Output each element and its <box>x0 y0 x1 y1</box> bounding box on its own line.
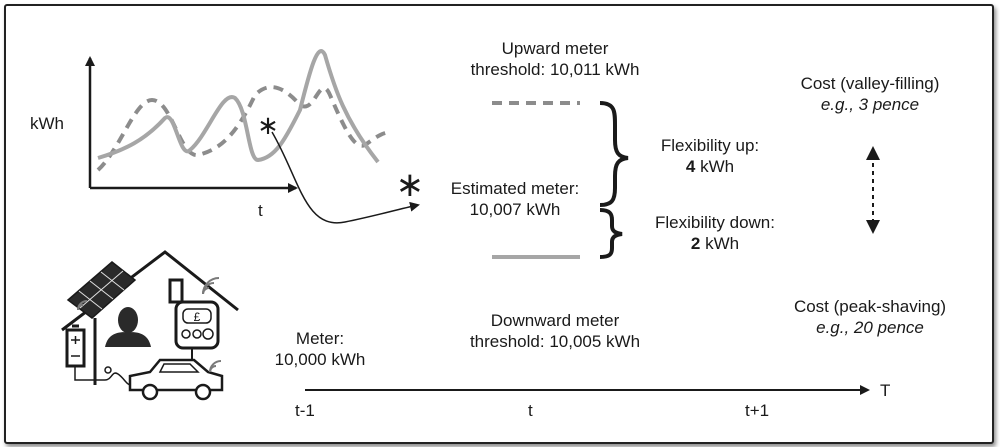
estimated-line1: Estimated meter: <box>450 179 580 198</box>
flexibility-up-brace <box>599 101 629 207</box>
y-axis-label: kWh <box>30 114 64 133</box>
arrow-up-icon <box>866 146 880 160</box>
estimated-star-icon: ∗ <box>396 165 425 205</box>
flex-down-line1: Flexibility down: <box>655 213 775 232</box>
flex-up-value-line: 4 kWh <box>630 156 790 177</box>
flex-up-line1: Flexibility up: <box>660 136 760 155</box>
estimated-line2: 10,007 kWh <box>469 200 561 219</box>
flex-down-value-line: 2 kWh <box>630 233 800 254</box>
battery-icon <box>65 328 86 368</box>
chimney <box>168 278 184 304</box>
cost-peak-line1: Cost (peak-shaving) <box>793 297 947 316</box>
wifi-icon <box>77 277 222 373</box>
currency-symbol: £ <box>194 310 201 324</box>
meter-label: Meter: 10,000 kWh <box>255 328 385 370</box>
meter-line1: Meter: <box>295 329 345 348</box>
arrow-down-icon <box>866 220 880 234</box>
downward-threshold-label: Downward meter threshold: 10,005 kWh <box>430 310 680 352</box>
solid-consumption-curve <box>97 49 380 164</box>
downward-line1: Downward meter <box>490 311 620 330</box>
cost-valley-line2: e.g., 3 pence <box>820 95 920 114</box>
cost-peak-line2: e.g., 20 pence <box>816 318 924 337</box>
flexibility-down-brace <box>599 208 623 259</box>
upward-line2: threshold: 10,011 kWh <box>470 60 640 79</box>
timeline-t-plus: t+1 <box>745 401 770 420</box>
meter-line2: 10,000 kWh <box>274 350 366 369</box>
downward-line2: threshold: 10,005 kWh <box>469 332 641 351</box>
flex-down-unit: kWh <box>700 234 740 253</box>
timeline-end: T <box>880 381 891 400</box>
star-icon: ∗ <box>257 111 279 141</box>
smart-meter-icon <box>174 300 220 350</box>
flex-up-unit: kWh <box>695 157 735 176</box>
cost-peak-label: Cost (peak-shaving) e.g., 20 pence <box>770 296 970 338</box>
pointer-arrow <box>271 131 420 224</box>
timeline-t: t <box>528 401 533 420</box>
flex-up-value: 4 <box>685 157 696 176</box>
flexibility-down-label: Flexibility down: 2 kWh <box>630 212 800 254</box>
timeline-t-minus: t-1 <box>295 401 315 420</box>
cost-valley-label: Cost (valley-filling) e.g., 3 pence <box>770 73 970 115</box>
dashed-forecast-curve <box>96 85 393 172</box>
person-icon <box>105 307 151 347</box>
chart-axes <box>85 56 298 193</box>
upward-line1: Upward meter <box>501 39 609 58</box>
flexibility-up-label: Flexibility up: 4 kWh <box>630 135 790 177</box>
smart-home-illustration <box>61 250 239 401</box>
x-axis-label: t <box>258 201 263 220</box>
upward-threshold-label: Upward meter threshold: 10,011 kWh <box>440 38 670 80</box>
flex-down-value: 2 <box>690 234 701 253</box>
solar-panel-icon <box>66 261 137 319</box>
estimated-meter-label: Estimated meter: 10,007 kWh <box>420 178 610 220</box>
ev-car-icon <box>128 358 224 392</box>
cost-valley-line1: Cost (valley-filling) <box>800 74 940 93</box>
